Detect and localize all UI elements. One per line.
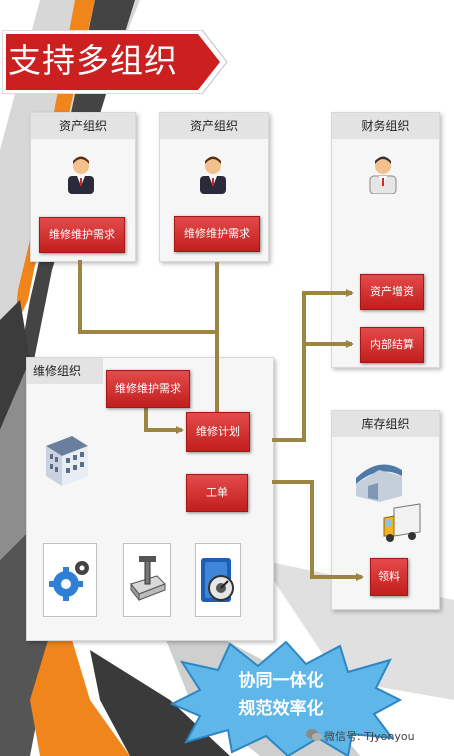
panel-title: 资产组织 (31, 113, 135, 139)
slogan-badge (170, 640, 402, 756)
title-banner (2, 30, 227, 94)
maintenance-request-button[interactable]: 维修维护需求 (106, 370, 190, 408)
material-requisition-button[interactable]: 领料 (370, 558, 408, 596)
building-icon (46, 436, 88, 486)
watermark-text: 微信号: TJyonyou (324, 730, 415, 743)
internal-settlement-button[interactable]: 内部结算 (360, 327, 424, 363)
slogan-line-1: 协同一体化 (238, 671, 324, 691)
person-icon (200, 156, 226, 194)
person-icon (68, 156, 94, 194)
truck-icon (383, 503, 421, 542)
maintenance-plan-button[interactable]: 维修计划 (186, 412, 250, 452)
panel-title: 财务组织 (332, 113, 439, 139)
panel-title: 维修组织 (27, 358, 103, 384)
settings-folder-icon (201, 558, 234, 602)
panel-title: 资产组织 (160, 113, 268, 139)
person-icon (369, 156, 397, 194)
settings-folder-tile[interactable] (195, 543, 241, 617)
maintenance-request-button[interactable]: 维修维护需求 (174, 216, 260, 252)
warehouse-icon (356, 464, 402, 502)
page-title: 支持多组织 (8, 41, 178, 80)
tools-tile[interactable] (123, 543, 171, 617)
asset-increase-button[interactable]: 资产增资 (360, 274, 424, 310)
panel-title: 库存组织 (332, 411, 439, 437)
gears-tile[interactable] (43, 543, 97, 617)
work-order-button[interactable]: 工单 (186, 474, 248, 512)
maintenance-request-button[interactable]: 维修维护需求 (39, 217, 125, 253)
gears-icon (49, 561, 89, 601)
wechat-icon (306, 729, 322, 741)
tools-icon (130, 556, 166, 602)
slogan-line-2: 规范效率化 (238, 699, 324, 719)
